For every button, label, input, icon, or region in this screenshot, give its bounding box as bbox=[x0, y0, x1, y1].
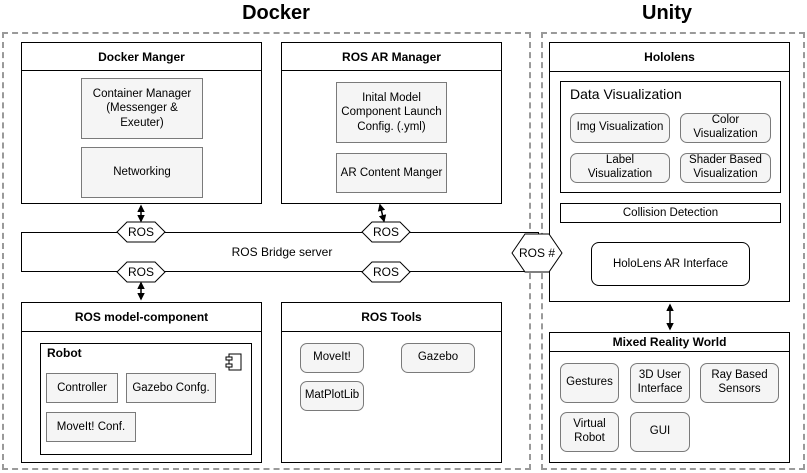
ros-model-component-panel: ROS model-component Robot Controller Gaz… bbox=[21, 302, 262, 463]
ros-tools-panel: ROS Tools MoveIt! Gazebo MatPlotLib bbox=[281, 302, 502, 463]
matplotlib-tool: MatPlotLib bbox=[300, 381, 364, 411]
3d-user-interface-box: 3D User Interface bbox=[630, 363, 690, 403]
ros-model-component-title: ROS model-component bbox=[22, 303, 261, 332]
ros-hex-top-left bbox=[116, 221, 166, 243]
collision-detection-box: Collision Detection bbox=[560, 203, 781, 223]
ros-bridge-label: ROS Bridge server bbox=[231, 245, 333, 259]
ros-tools-title: ROS Tools bbox=[282, 303, 501, 332]
controller-box: Controller bbox=[46, 373, 118, 403]
gazebo-config-box: Gazebo Confg. bbox=[126, 373, 216, 403]
label-visualization: Label Visualization bbox=[570, 153, 670, 183]
hololens-title: Hololens bbox=[550, 43, 789, 72]
docker-manager-title: Docker Manger bbox=[22, 43, 261, 71]
gazebo-tool: Gazebo bbox=[401, 343, 475, 373]
robot-title: Robot bbox=[47, 346, 82, 360]
networking-box: Networking bbox=[81, 147, 203, 198]
mixed-reality-world-title: Mixed Reality World bbox=[550, 333, 789, 352]
ros-label-top-left: ROS bbox=[127, 225, 154, 239]
docker-manager-panel: Docker Manger Container Manager (Messeng… bbox=[21, 42, 262, 204]
ros-hex-top-right bbox=[361, 221, 411, 243]
ray-based-sensors-box: Ray Based Sensors bbox=[700, 363, 779, 403]
ros-label-top-right: ROS bbox=[372, 225, 399, 239]
data-visualization-title: Data Visualization bbox=[570, 86, 682, 102]
data-visualization-box: Data Visualization Img Visualization Col… bbox=[560, 81, 781, 193]
ros-label-bottom-right: ROS bbox=[372, 265, 399, 279]
gestures-box: Gestures bbox=[560, 363, 619, 403]
container-manager-box: Container Manager (Messenger & Exeuter) bbox=[81, 78, 203, 139]
shader-based-visualization: Shader Based Visualization bbox=[680, 153, 771, 183]
hololens-ar-interface: HoloLens AR Interface bbox=[591, 242, 750, 286]
ros-ar-manager-panel: ROS AR Manager Inital Model Component La… bbox=[281, 42, 502, 204]
ros-ar-manager-title: ROS AR Manager bbox=[282, 43, 501, 71]
ros-hex-bottom-left bbox=[116, 261, 166, 283]
moveit-tool: MoveIt! bbox=[300, 343, 364, 373]
ros-sharp-hex bbox=[511, 233, 563, 273]
ros-bridge-server: ROS Bridge server bbox=[21, 232, 539, 272]
robot-box: Robot Controller Gazebo Confg. MoveIt! C… bbox=[40, 343, 252, 455]
unity-region-title: Unity bbox=[642, 2, 692, 24]
color-visualization: Color Visualization bbox=[680, 113, 771, 143]
connector-ar-manager-ros bbox=[377, 203, 387, 223]
gui-box: GUI bbox=[630, 412, 690, 452]
ar-content-manager-box: AR Content Manger bbox=[336, 153, 447, 193]
mixed-reality-world-panel: Mixed Reality World Gestures 3D User Int… bbox=[549, 332, 790, 463]
img-visualization: Img Visualization bbox=[570, 113, 670, 143]
ros-sharp-label: ROS # bbox=[518, 246, 555, 260]
component-icon bbox=[225, 353, 243, 371]
ros-label-bottom-left: ROS bbox=[127, 265, 154, 279]
docker-region-title: Docker bbox=[242, 2, 310, 24]
moveit-config-box: MoveIt! Conf. bbox=[46, 412, 136, 442]
initial-model-config-box: Inital Model Component Launch Config. (.… bbox=[336, 82, 447, 143]
hololens-panel: Hololens Data Visualization Img Visualiz… bbox=[549, 42, 790, 302]
ros-hex-bottom-right bbox=[361, 261, 411, 283]
virtual-robot-box: Virtual Robot bbox=[560, 412, 619, 452]
